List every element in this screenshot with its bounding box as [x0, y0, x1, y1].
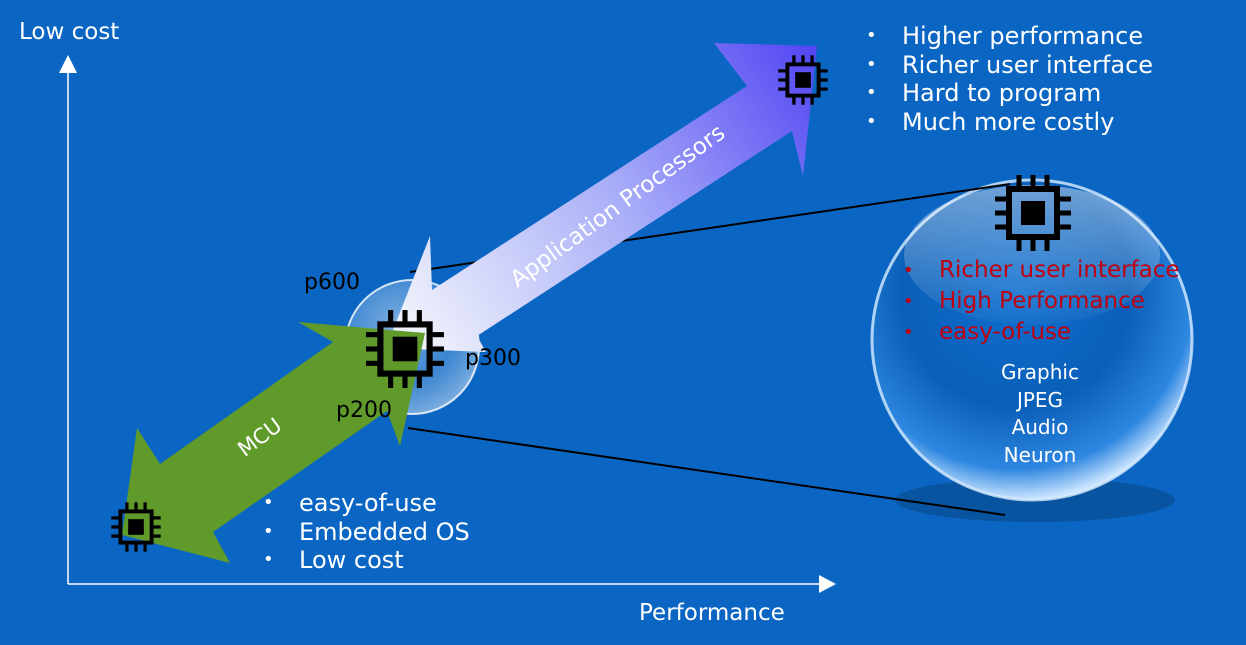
cpu-chip-icon	[995, 175, 1071, 251]
point-label-p200: p200	[336, 398, 392, 423]
application-processors-label: Application Processors	[506, 120, 730, 293]
y-axis-label: Low cost	[19, 19, 120, 45]
list-item: High Performance	[901, 286, 1180, 317]
sphere-features: Graphic JPEG Audio Neuron	[975, 359, 1105, 469]
list-item: Hard to program	[864, 79, 1153, 108]
point-label-p600: p600	[304, 270, 360, 295]
mcu-traits: easy-of-use Embedded OS Low cost	[261, 489, 470, 575]
cpu-chip-icon	[366, 310, 444, 388]
point-label-p300: p300	[465, 346, 521, 371]
list-item: Richer user interface	[901, 255, 1180, 286]
list-item: Much more costly	[864, 108, 1153, 137]
feature-item: Neuron	[1003, 442, 1077, 467]
feature-item: Graphic	[1001, 360, 1079, 384]
list-item: easy-of-use	[901, 317, 1180, 348]
y-axis	[59, 55, 77, 584]
x-axis-label: Performance	[639, 600, 785, 626]
feature-item: JPEG	[1016, 387, 1064, 412]
mcu-arrow	[122, 322, 425, 563]
x-axis	[68, 575, 836, 593]
list-item: Higher performance	[864, 22, 1153, 51]
application-processors-arrow	[386, 43, 817, 352]
sphere-highlights: Richer user interface High Performance e…	[901, 255, 1180, 348]
connector-line-bottom	[407, 427, 1006, 516]
cpu-chip-icon	[110, 501, 162, 553]
application-processor-traits: Higher performance Richer user interface…	[864, 22, 1153, 136]
cpu-chip-icon	[777, 54, 829, 106]
feature-sphere	[870, 178, 1194, 522]
list-item: Low cost	[261, 546, 470, 575]
list-item: Richer user interface	[864, 51, 1153, 80]
list-item: easy-of-use	[261, 489, 470, 518]
feature-item: Audio	[1011, 415, 1069, 439]
list-item: Embedded OS	[261, 518, 470, 547]
